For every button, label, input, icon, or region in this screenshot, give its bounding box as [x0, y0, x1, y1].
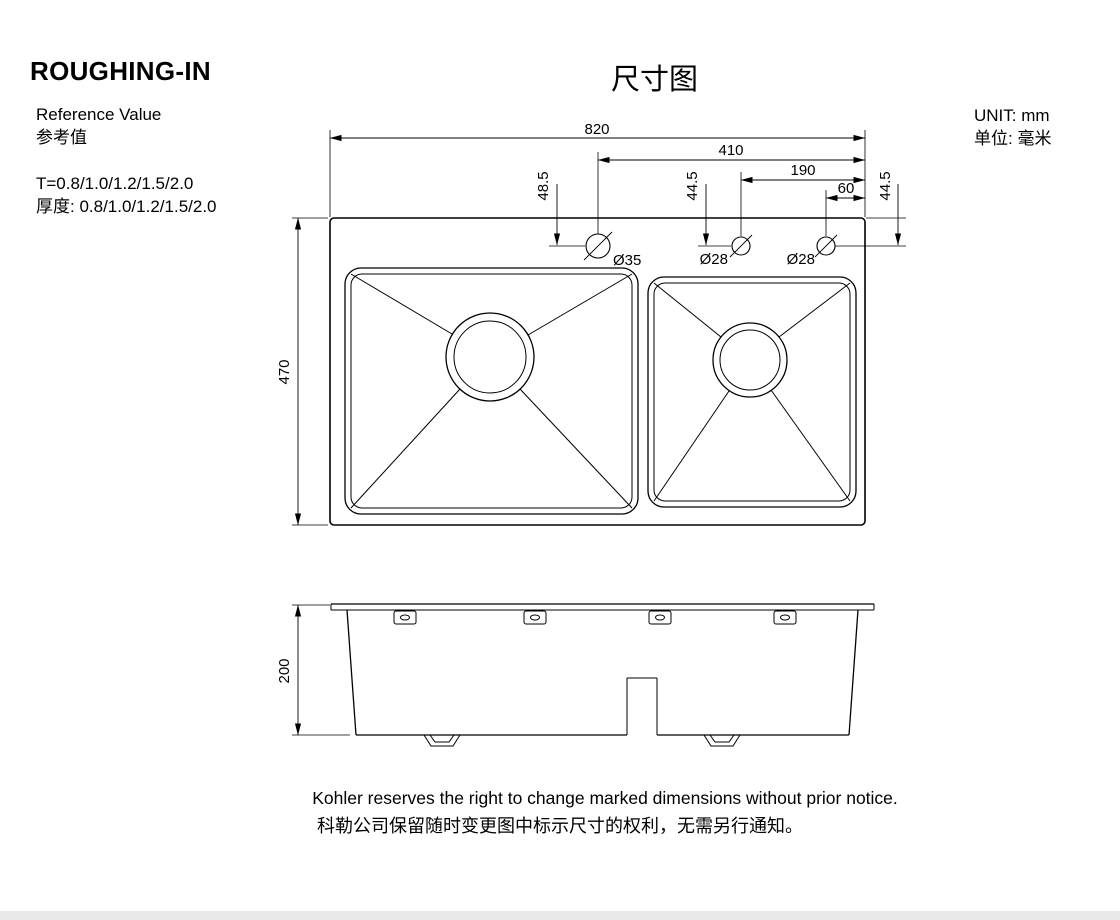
- mounting-clips: [393, 610, 797, 625]
- notice-en: Kohler reserves the right to change mark…: [312, 788, 898, 808]
- thickness-cn: 厚度: 0.8/1.0/1.2/1.5/2.0: [36, 197, 217, 216]
- faucet-hole-28-left: [731, 236, 751, 256]
- dim-hole-28-left: Ø28: [700, 251, 728, 268]
- dim-820: 820: [584, 121, 609, 138]
- dimension-labels: 820 410 190 60 48.5 44.5 44.5 470 200 Ø3…: [276, 121, 894, 684]
- right-drain: [712, 322, 788, 398]
- dim-190: 190: [790, 162, 815, 179]
- thickness-en: T=0.8/1.0/1.2/1.5/2.0: [36, 174, 194, 193]
- dim-48-5: 48.5: [535, 171, 552, 200]
- dim-470: 470: [276, 359, 293, 384]
- page-title: ROUGHING-IN: [30, 56, 211, 86]
- reference-value-block: Reference Value 参考值: [36, 103, 161, 149]
- left-bowl: [344, 267, 639, 515]
- notice-cn: 科勒公司保留随时变更图中标示尺寸的权利，无需另行通知。: [317, 816, 803, 836]
- dimension-lines: [294, 134, 902, 736]
- left-drain: [445, 312, 535, 402]
- dim-hole-28-right: Ø28: [787, 251, 815, 268]
- dim-44-5-right: 44.5: [877, 171, 894, 200]
- thickness-block: T=0.8/1.0/1.2/1.5/2.0 厚度: 0.8/1.0/1.2/1.…: [36, 172, 217, 218]
- dim-hole-35: Ø35: [613, 252, 641, 269]
- dim-410: 410: [718, 142, 743, 159]
- unit-en: UNIT: mm: [974, 106, 1050, 125]
- drain-outlets: [423, 734, 741, 747]
- left-bowl-diagonals: [350, 273, 633, 509]
- top-view: [329, 217, 866, 526]
- dim-44-5-left: 44.5: [684, 171, 701, 200]
- right-bowl-diagonals: [653, 282, 851, 502]
- reference-value-en: Reference Value: [36, 105, 162, 124]
- dim-60: 60: [838, 180, 855, 197]
- reference-value-cn: 参考值: [36, 128, 87, 147]
- right-bowl: [647, 276, 857, 508]
- page-title-chinese: 尺寸图: [611, 64, 699, 96]
- page-bottom-edge: [0, 911, 1120, 920]
- sink-outer-rim: [329, 217, 866, 526]
- unit-block: UNIT: mm 单位: 毫米: [974, 104, 1051, 150]
- extension-lines: [292, 130, 906, 736]
- dim-200: 200: [276, 658, 293, 683]
- front-view: [330, 603, 875, 747]
- unit-cn: 单位: 毫米: [974, 129, 1052, 148]
